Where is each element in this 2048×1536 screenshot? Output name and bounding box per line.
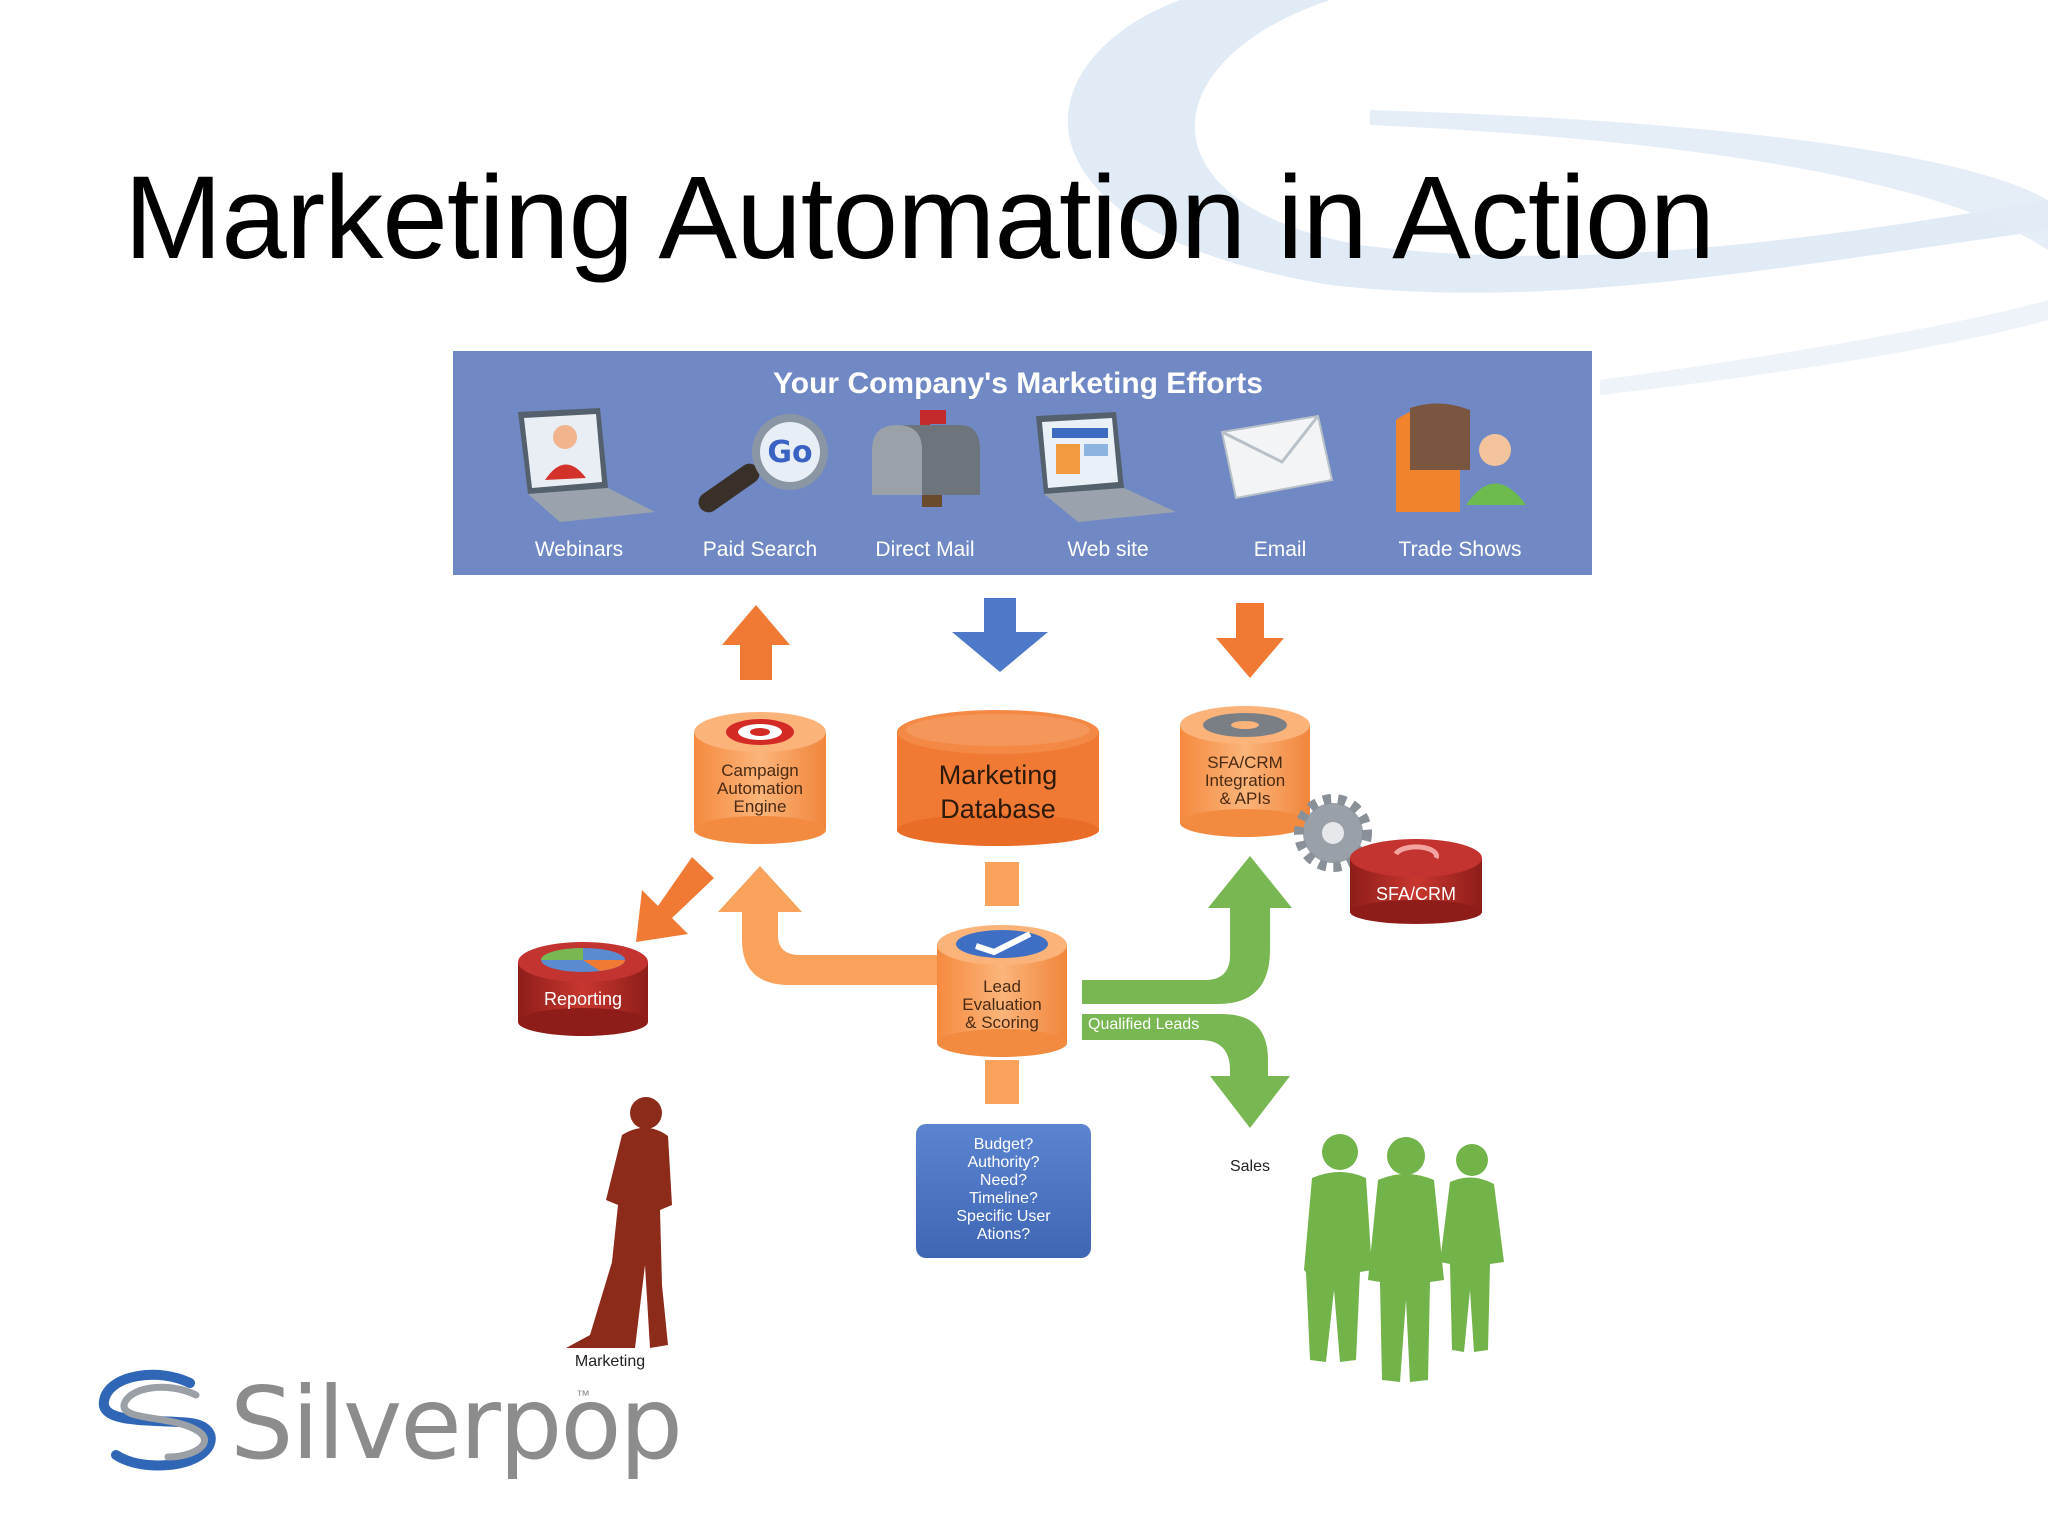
- channel-label-direct-mail: Direct Mail: [875, 538, 974, 561]
- slide-title: Marketing Automation in Action: [124, 152, 1715, 284]
- qualified-leads-label: Qualified Leads: [1088, 1016, 1200, 1033]
- qualified-leads-up-arrow: [1082, 856, 1292, 1004]
- channel-label-trade-shows: Trade Shows: [1399, 538, 1522, 561]
- leads-to-nurture-label: Leads to Nurture: [812, 986, 932, 1003]
- checkmark-icon: [956, 930, 1048, 958]
- campaign-engine-text: Campaign Automation Engine: [717, 761, 803, 816]
- criteria-box: [916, 1124, 1091, 1258]
- pie-chart-icon: [541, 948, 626, 972]
- sfa-integration-text: SFA/CRM Integration & APIs: [1204, 753, 1286, 808]
- sales-team-label: Sales: [1229, 1158, 1271, 1175]
- arrow-down-to-database: [952, 598, 1048, 672]
- criteria-text: Budget? Authority? Need? Timeline? Speci…: [956, 1136, 1051, 1243]
- laptop-person-icon: [518, 408, 655, 522]
- refresh-icon: [1393, 844, 1439, 860]
- lead-scoring-node: [937, 925, 1067, 1057]
- silverpop-wordmark: Silverpop: [230, 1365, 683, 1482]
- sales-team-icon: [1304, 1134, 1504, 1382]
- booth-person-icon: [1396, 403, 1526, 512]
- svg-text:Go: Go: [767, 435, 812, 470]
- scoring-criteria-connector: [985, 1060, 1019, 1104]
- envelope-icon: [1220, 414, 1334, 500]
- channel-label-email: Email: [1254, 538, 1307, 561]
- sfa-crm-node: [1350, 839, 1482, 924]
- marketing-database-text: Marketing Database: [938, 760, 1058, 824]
- sfa-integration-node: [1180, 706, 1310, 837]
- silverpop-swoosh-icon: [98, 1369, 216, 1471]
- magnifier-icon: Go: [698, 414, 828, 513]
- channel-label-webinars: Webinars: [535, 538, 623, 561]
- trademark-symbol: ™: [576, 1387, 590, 1403]
- large-gear-icon: [1294, 794, 1372, 872]
- reporting-text: Reporting: [543, 989, 623, 1009]
- lead-scoring-text: Lead Evaluation & Scoring: [962, 977, 1042, 1032]
- arrow-up-to-panel: [722, 605, 790, 680]
- channel-label-paid-search: Paid Search: [703, 538, 817, 561]
- panel-title: Your Company's Marketing Efforts: [773, 367, 1263, 400]
- marketing-efforts-panel: Your Company's Marketing Efforts Go: [453, 351, 1592, 575]
- channel-label-web-site: Web site: [1067, 538, 1148, 561]
- reporting-node: [518, 942, 648, 1036]
- laptop-website-icon: [1036, 412, 1176, 522]
- target-icon: [726, 719, 794, 745]
- campaign-engine-node: [694, 712, 826, 844]
- marketing-database-node: [897, 710, 1099, 846]
- marketing-person-label: Marketing: [574, 1353, 646, 1370]
- arrow-to-reporting: [636, 857, 714, 942]
- sfa-crm-text: SFA/CRM: [1375, 884, 1456, 904]
- marketing-person-icon: [566, 1097, 672, 1348]
- qualified-leads-down-arrow: [1082, 1014, 1290, 1128]
- database-scoring-connector: [985, 862, 1019, 906]
- mailbox-icon: [872, 410, 980, 507]
- arrow-down-to-sfa: [1216, 603, 1284, 678]
- leads-to-nurture-arrow: [718, 866, 940, 985]
- silverpop-logo: Silverpop ™: [98, 1365, 683, 1485]
- gear-icon: [1203, 713, 1287, 737]
